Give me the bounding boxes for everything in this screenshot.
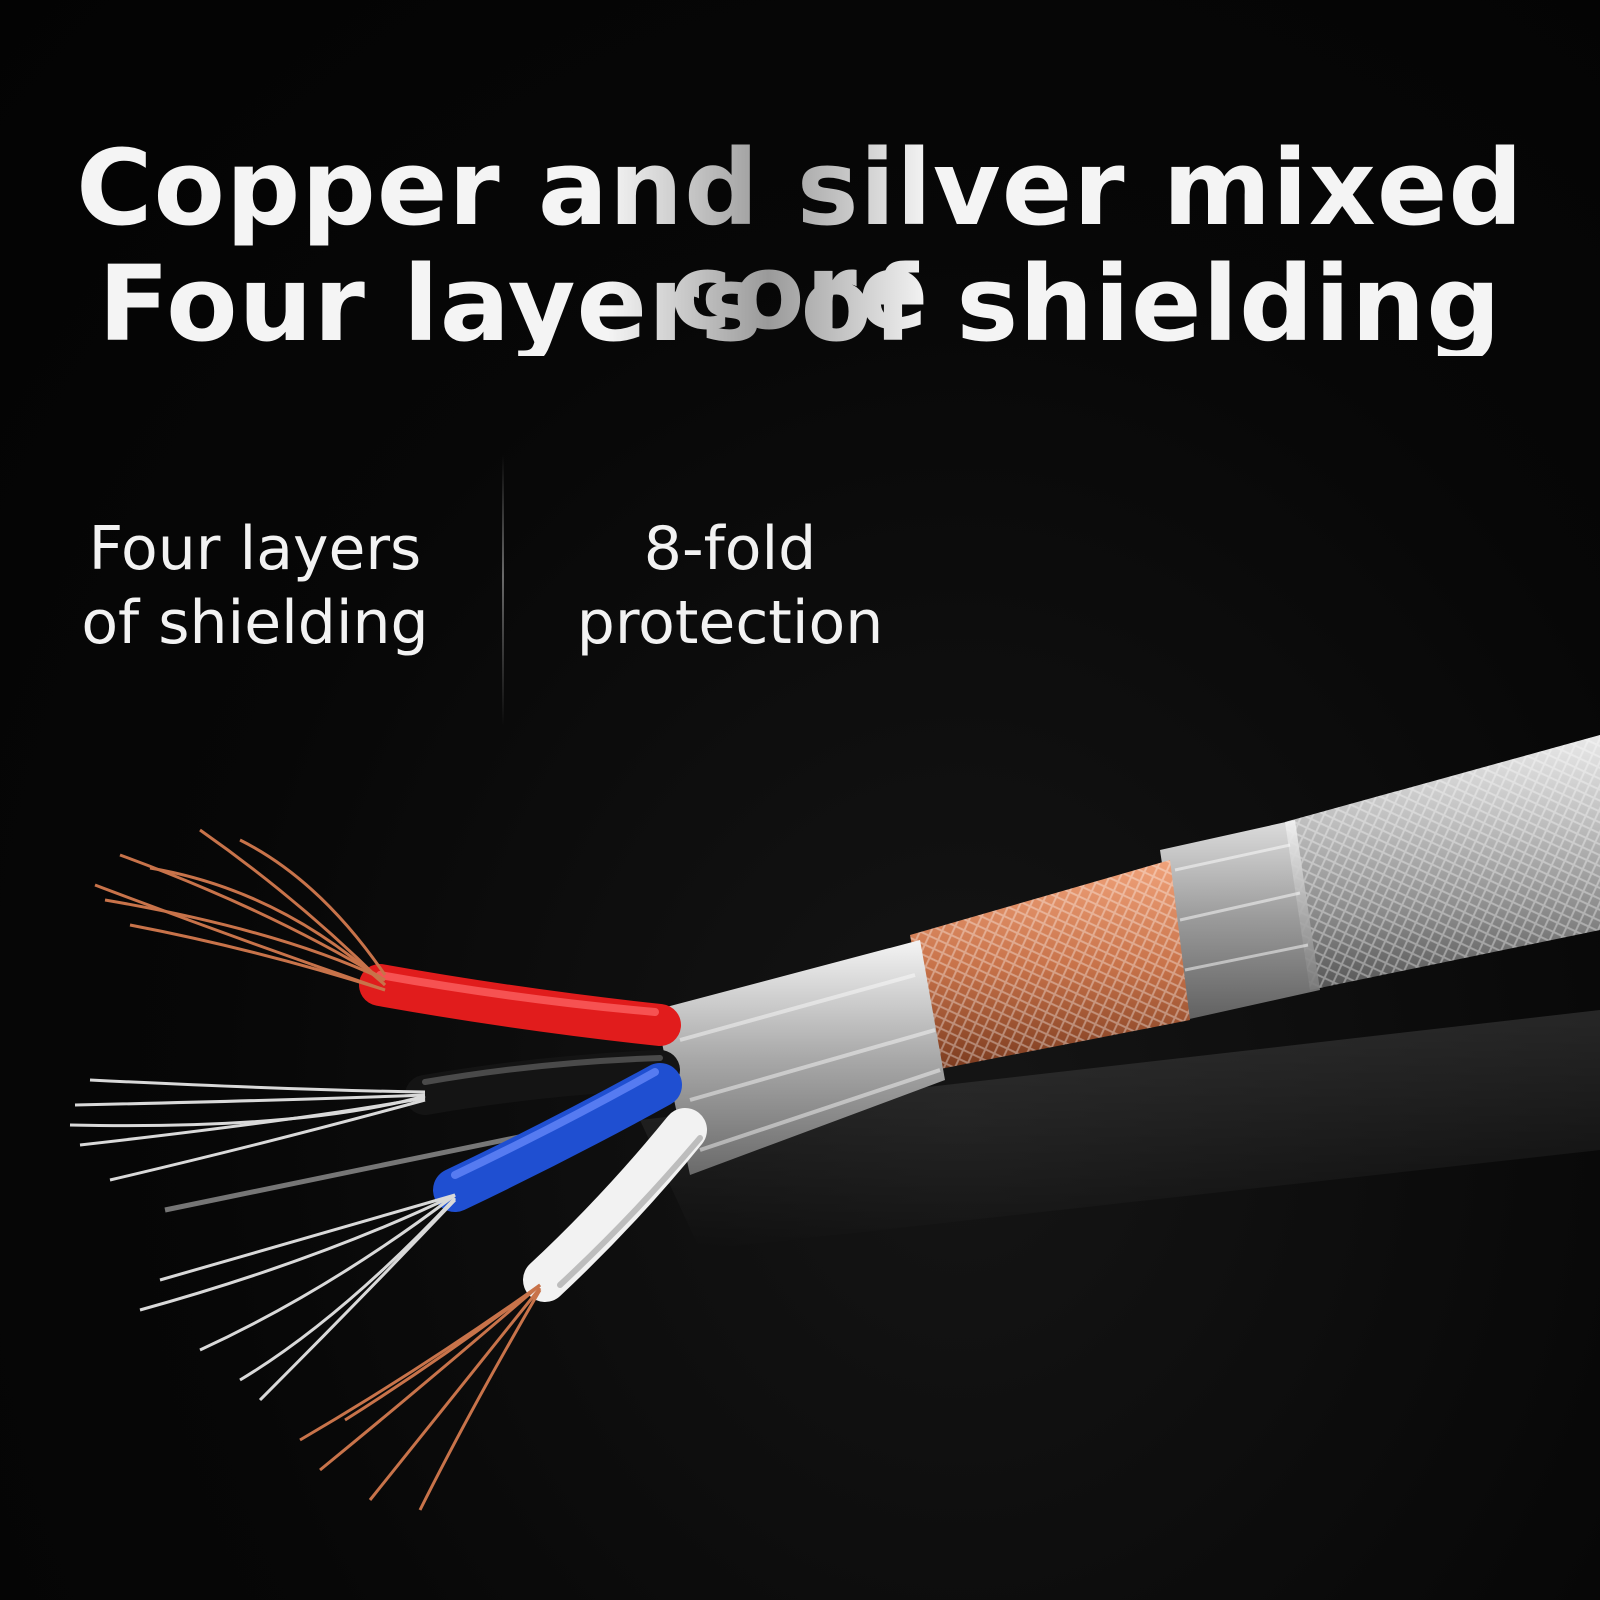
outer-silver-braid: [1285, 735, 1600, 990]
feature-protection: 8-fold protection: [540, 512, 920, 660]
red-conductor-copper-strands: [94, 828, 387, 992]
cable-reflection: [640, 1010, 1600, 1250]
white-conductor: [299, 1108, 707, 1511]
inner-foil-layer: [655, 940, 945, 1175]
headline-line-1: Copper and silver mixed core: [0, 136, 1600, 344]
black-conductor-silver-strands: [69, 1078, 426, 1182]
feature-protection-line-2: protection: [576, 588, 884, 658]
black-conductor: [69, 1050, 680, 1182]
feature-protection-line-1: 8-fold: [643, 514, 817, 584]
feature-divider: [502, 455, 504, 725]
copper-braid-layer: [910, 860, 1190, 1070]
red-conductor: [94, 828, 681, 1046]
feature-shielding-line-1: Four layers: [88, 514, 422, 584]
clear-tape-layer: [1160, 820, 1320, 1020]
blue-conductor-silver-strands: [139, 1193, 457, 1402]
white-conductor-copper-strands: [299, 1283, 542, 1511]
blue-conductor: [139, 1063, 682, 1402]
feature-shielding: Four layers of shielding: [40, 512, 470, 660]
feature-shielding-line-2: of shielding: [81, 588, 429, 658]
headline-line-2: Four layers of shielding: [0, 252, 1600, 356]
